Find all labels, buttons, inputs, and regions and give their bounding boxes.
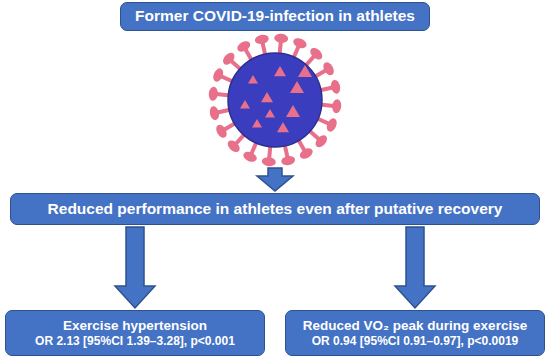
spike-head (308, 46, 324, 62)
process-box: Former COVID-19-infection in athletes (120, 2, 430, 31)
spike-head (221, 51, 237, 67)
virus-spot (261, 92, 273, 102)
box-heading: Former COVID-19-infection in athletes (135, 7, 415, 26)
box-body: OR 2.13 [95%CI 1.39–3.28], p<0.001 (14, 334, 256, 348)
spike-head (330, 79, 342, 95)
virus-spot (265, 109, 275, 118)
virus-spot (240, 100, 250, 109)
spike-head (274, 33, 289, 43)
virus-spot (298, 65, 312, 77)
virus-body (228, 53, 322, 147)
spike-head (280, 155, 296, 167)
virus-particle (208, 33, 342, 167)
process-box: Reduced VO₂ peak during exerciseOR 0.94 … (285, 310, 545, 356)
block-arrow (115, 227, 155, 308)
virus-spot (290, 81, 304, 93)
spike-head (313, 133, 329, 149)
spike-head (254, 34, 270, 46)
virus-spot (277, 122, 289, 132)
spike-head (208, 86, 218, 101)
spike-head (298, 146, 315, 161)
virus-spot (274, 66, 286, 76)
process-box: Reduced performance in athletes even aft… (10, 193, 540, 225)
spike-head (235, 39, 252, 54)
spike-head (332, 99, 342, 114)
spike-head (209, 105, 221, 121)
spike-head (226, 138, 242, 154)
virus-spot (252, 119, 262, 128)
box-heading: Exercise hypertension (14, 318, 256, 334)
spike-head (214, 123, 229, 140)
spike-head (292, 36, 308, 50)
spike-head (211, 67, 225, 83)
process-box: Exercise hypertensionOR 2.13 [95%CI 1.39… (5, 310, 265, 356)
virus-spot (286, 105, 300, 117)
spike-head (261, 157, 276, 167)
virus-spot (248, 75, 258, 84)
spike-head (325, 117, 339, 133)
spike-head (321, 60, 336, 77)
spike-head (242, 150, 258, 164)
block-arrow (395, 227, 435, 308)
box-heading: Reduced performance in athletes even aft… (19, 200, 531, 219)
box-body: OR 0.94 [95%CI 0.91–0.97], p<0.0019 (294, 334, 536, 348)
box-heading: Reduced VO₂ peak during exercise (294, 318, 536, 334)
block-arrow (257, 168, 293, 191)
